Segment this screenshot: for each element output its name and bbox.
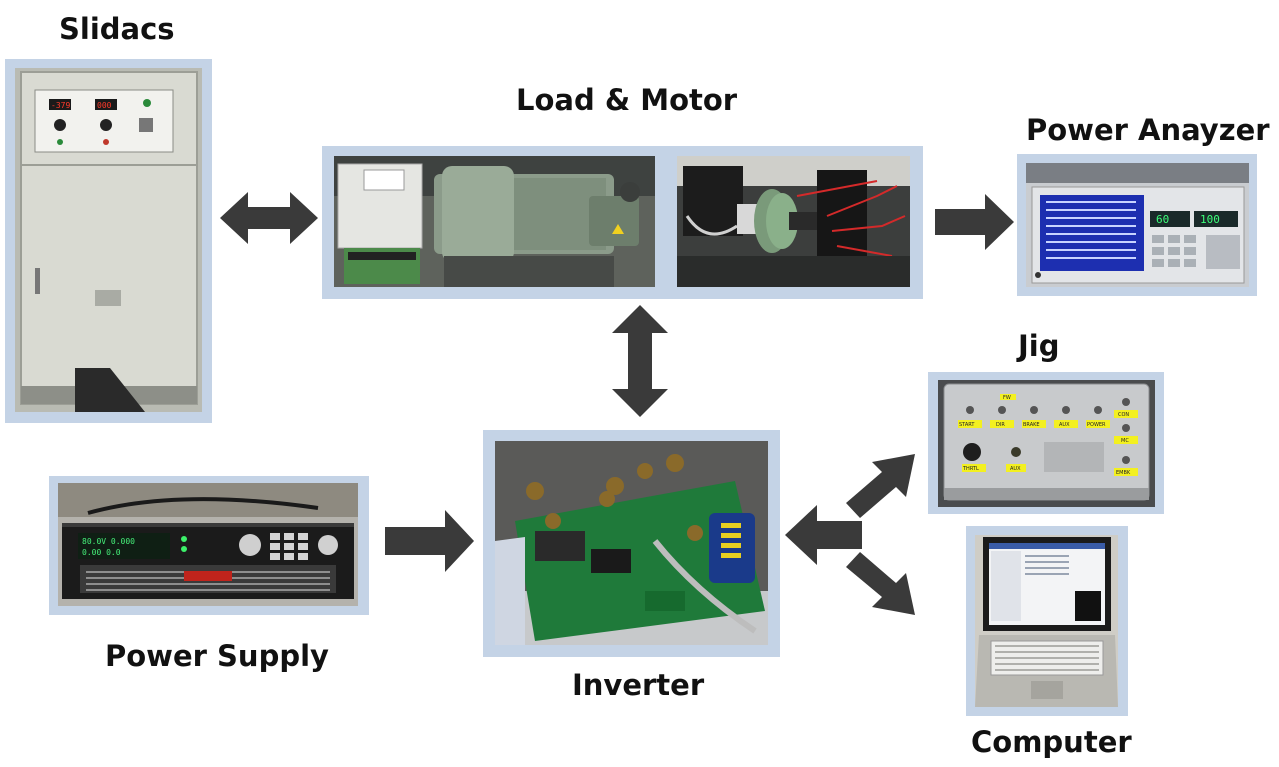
load-motor-label: Load & Motor bbox=[516, 83, 738, 117]
motor-to-analyzer-arrow bbox=[935, 194, 1014, 250]
jig-led-con: CON bbox=[1118, 412, 1129, 418]
jig-switch-dir: DIR bbox=[996, 422, 1005, 428]
jig-switch-aux: AUX bbox=[1059, 422, 1070, 428]
fork-to-computer-arrow bbox=[846, 552, 915, 615]
jig-switch-start: START bbox=[959, 422, 975, 428]
jig-switch-power: POWER bbox=[1087, 422, 1106, 428]
jig-knob-thrtl: THRTL bbox=[962, 466, 979, 472]
jig-led-embk: EMBK bbox=[1116, 470, 1131, 476]
computer-photo bbox=[975, 535, 1118, 707]
supply-display-line-1: 80.0V 0.000 bbox=[82, 537, 135, 546]
motor-inverter-double-arrow bbox=[612, 305, 668, 417]
power-supply-label: Power Supply bbox=[105, 639, 329, 673]
power-analyzer-label: Power Anayzer bbox=[1026, 113, 1270, 147]
analyzer-meter-1: 60 bbox=[1156, 213, 1169, 226]
fork-to-jig-arrow bbox=[846, 454, 915, 518]
jig-to-inverter-arrow bbox=[785, 505, 862, 565]
inverter-photo bbox=[495, 441, 768, 645]
analyzer-meter-2: 100 bbox=[1200, 213, 1220, 226]
power-supply-photo: 80.0V 0.000 0.00 0.0 bbox=[58, 483, 358, 606]
computer-label: Computer bbox=[971, 725, 1132, 759]
slidacs-photo: -379 000 bbox=[15, 68, 202, 412]
jig-photo: START DIR BRAKE AUX POWER FW CON MC EMBK… bbox=[938, 380, 1155, 507]
slidacs-meter-2: 000 bbox=[97, 101, 112, 110]
slidacs-motor-double-arrow bbox=[220, 192, 318, 244]
load-photo bbox=[677, 156, 910, 287]
slidacs-label: Slidacs bbox=[59, 12, 175, 46]
jig-switch-brake: BRAKE bbox=[1023, 422, 1040, 428]
supply-display-line-2: 0.00 0.0 bbox=[82, 548, 121, 557]
jig-tag: FW bbox=[1003, 395, 1011, 401]
inverter-label: Inverter bbox=[572, 668, 705, 702]
jig-label: Jig bbox=[1018, 329, 1060, 363]
power-analyzer-photo: 60 100 bbox=[1026, 163, 1249, 287]
jig-knob-aux: AUX bbox=[1010, 466, 1021, 472]
supply-to-inverter-arrow bbox=[385, 510, 474, 572]
motor-photo bbox=[334, 156, 655, 287]
slidacs-meter-1: -379 bbox=[51, 101, 70, 110]
jig-led-mc: MC bbox=[1121, 438, 1129, 444]
